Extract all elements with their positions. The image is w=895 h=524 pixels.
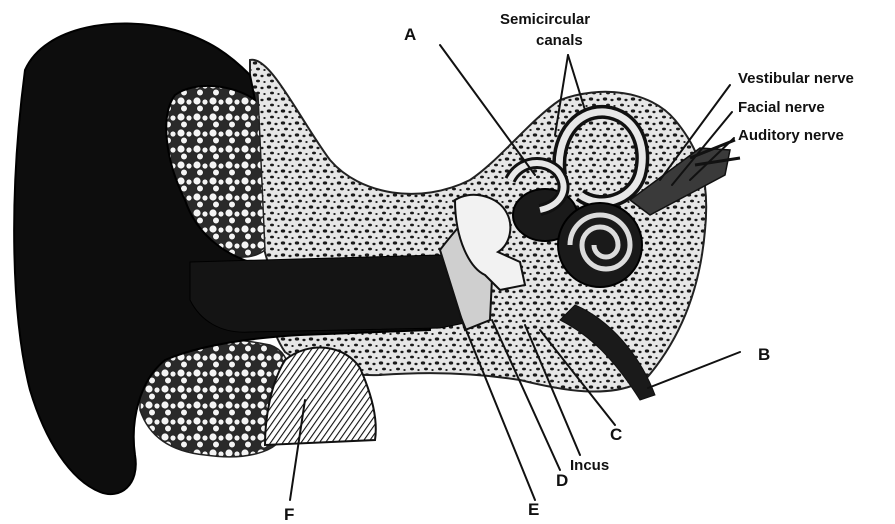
label-incus: Incus bbox=[570, 457, 609, 474]
label-semicircular-line2: canals bbox=[536, 32, 583, 49]
label-a: A bbox=[404, 25, 416, 44]
label-semicircular-line1: Semicircular bbox=[500, 11, 590, 28]
label-e: E bbox=[528, 500, 539, 519]
label-facial-nerve: Facial nerve bbox=[738, 99, 825, 116]
leader-a bbox=[440, 45, 535, 175]
label-d: D bbox=[556, 471, 568, 490]
label-f: F bbox=[284, 505, 294, 524]
label-vestibular-nerve: Vestibular nerve bbox=[738, 70, 854, 87]
label-b: B bbox=[758, 345, 770, 364]
label-auditory-nerve: Auditory nerve bbox=[738, 127, 844, 144]
ear-canal bbox=[190, 255, 470, 332]
cochlea bbox=[558, 203, 642, 287]
label-c: C bbox=[610, 425, 622, 444]
